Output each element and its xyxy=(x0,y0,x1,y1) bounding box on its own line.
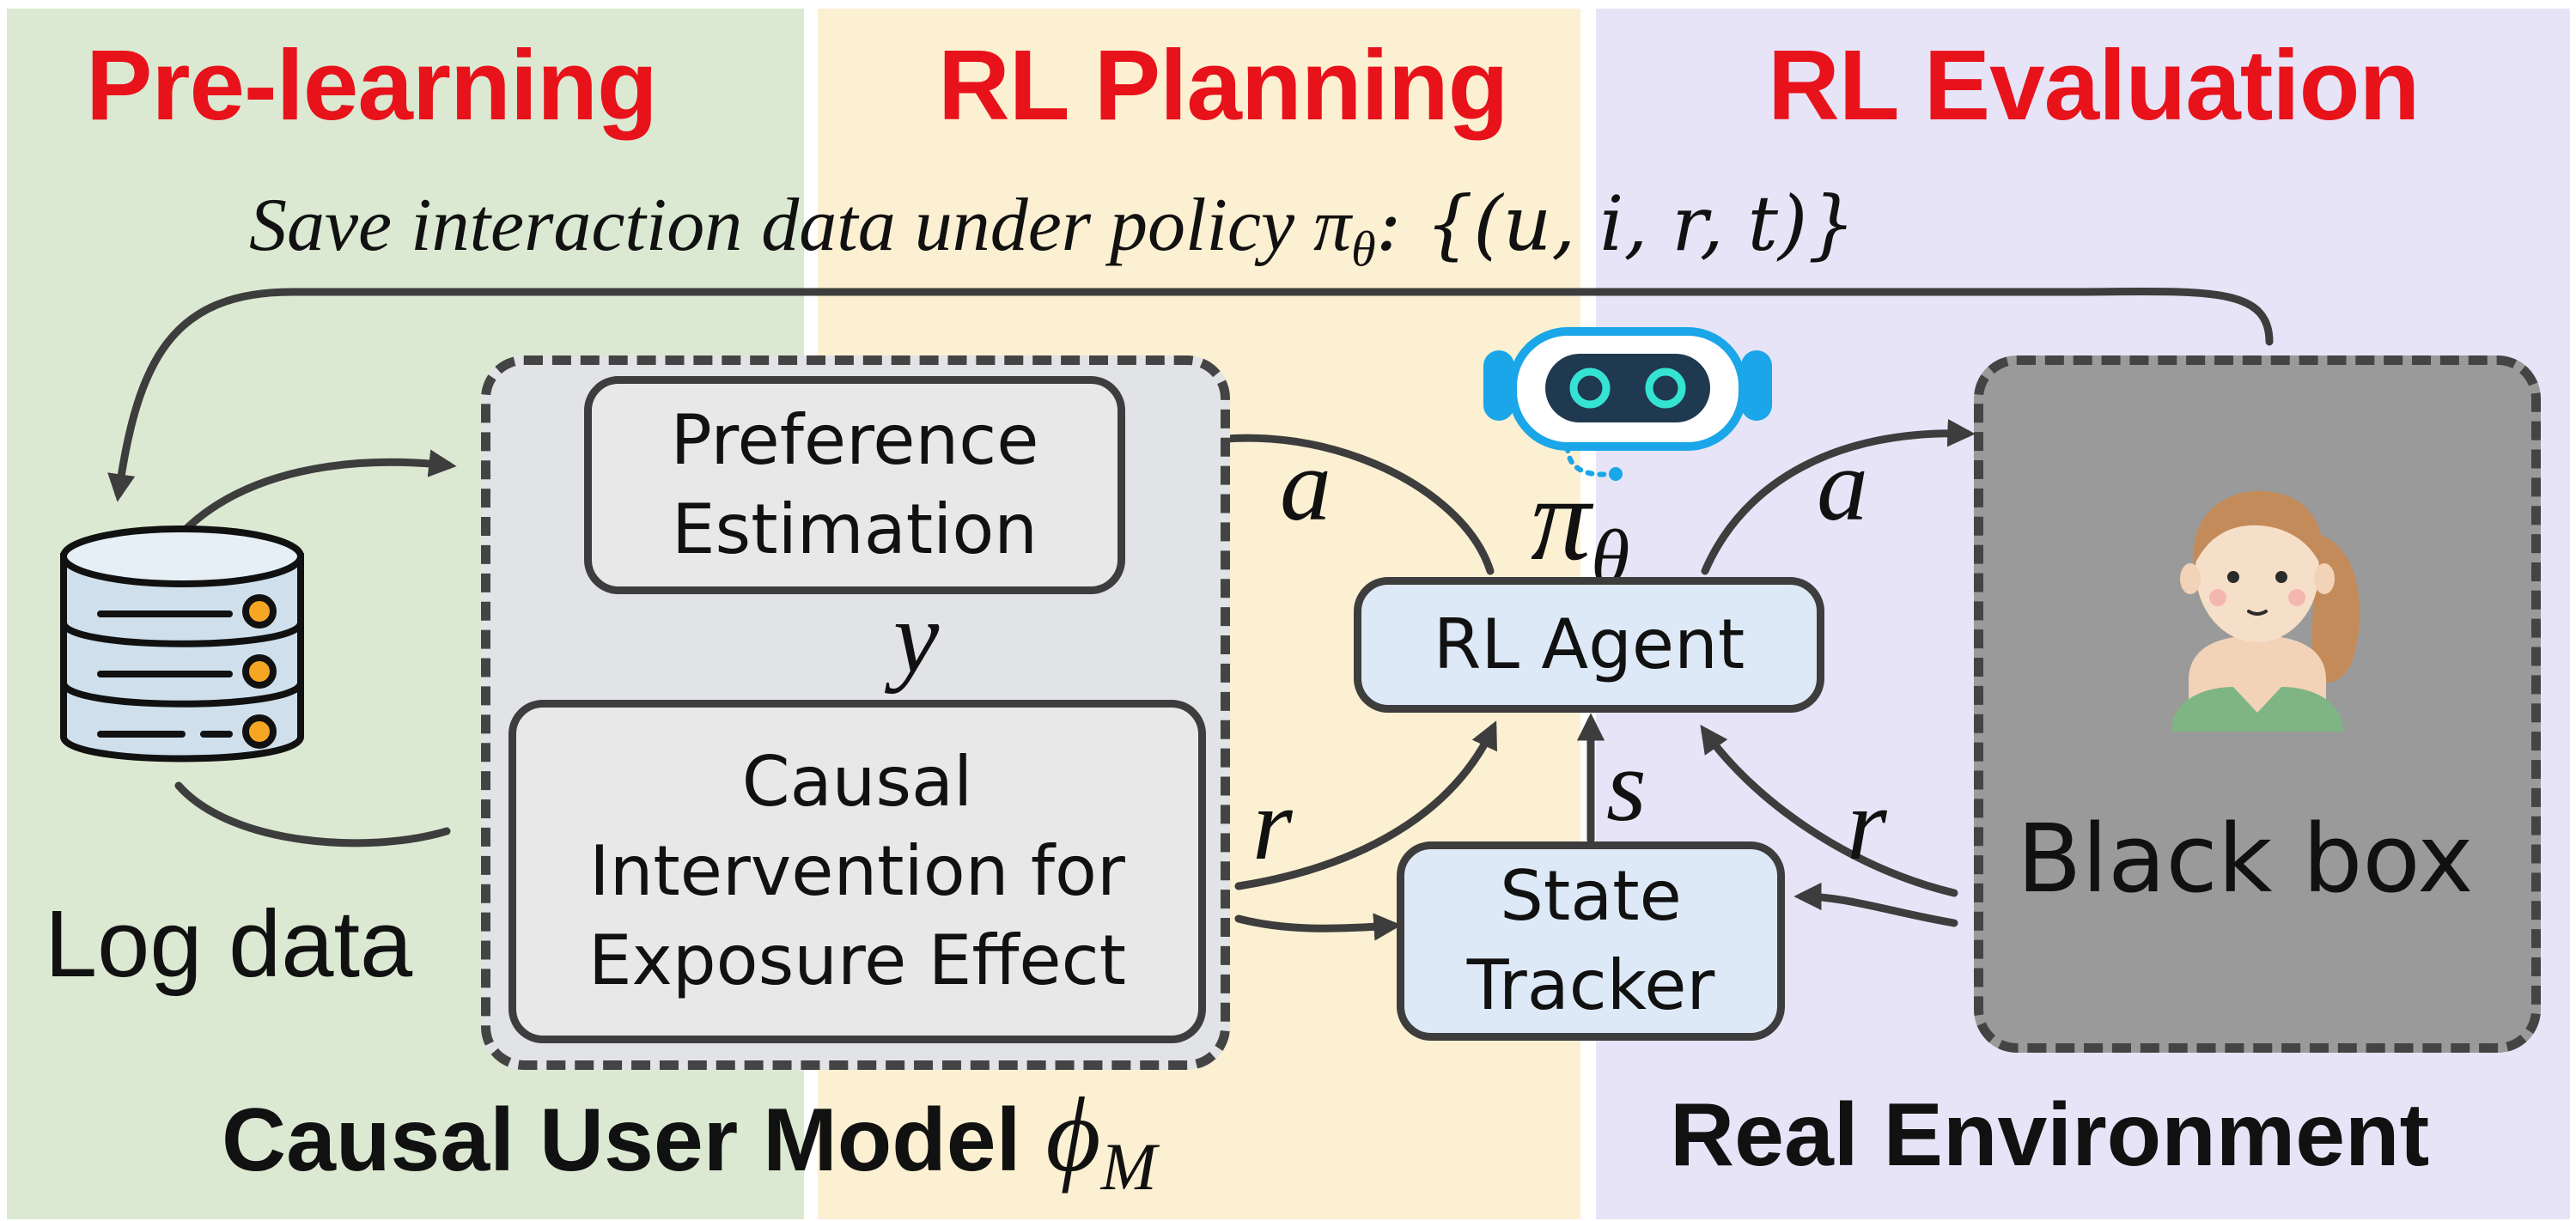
rl-agent-box: RL Agent xyxy=(1354,577,1824,713)
causal-user-model-title: Causal User Model ϕM xyxy=(222,1082,1157,1218)
y-label: y xyxy=(893,580,940,694)
model-to-agent-reward-arrow xyxy=(1234,720,1497,890)
state-label: s xyxy=(1606,728,1647,842)
env-action-label: a xyxy=(1817,428,1868,542)
rl-planning-title: RL Planning xyxy=(938,29,1509,141)
env-to-state-arrow xyxy=(1793,882,1958,927)
preference-estimation-box: Preference Estimation xyxy=(584,376,1125,594)
robot-icon xyxy=(1483,327,1772,481)
agent-policy-pi: π xyxy=(1531,453,1592,586)
phi-subscript: M xyxy=(1100,1128,1157,1204)
causal-user-model-title-text: Causal User Model xyxy=(222,1090,1046,1190)
caption-text: Save interaction data under policy xyxy=(249,184,1314,267)
caption-policy-subscript: θ xyxy=(1351,221,1376,277)
model-to-state-arrow xyxy=(1234,913,1402,941)
pre-learning-title: Pre-learning xyxy=(86,29,658,141)
agent-policy-symbol: πθ xyxy=(1531,455,1629,622)
caption-tuple: : {(u, i, r, t)} xyxy=(1375,179,1856,268)
state-tracker-box: State Tracker xyxy=(1397,841,1785,1041)
caption-policy-symbol: π xyxy=(1313,184,1352,267)
model-reward-label: r xyxy=(1252,767,1293,881)
black-box-label: Black box xyxy=(2017,804,2474,914)
agent-to-env-action-arrow xyxy=(1701,419,1976,575)
database-icon xyxy=(60,525,304,762)
model-action-label: a xyxy=(1280,428,1331,542)
log-to-model-arrow xyxy=(172,449,457,544)
env-to-agent-reward-arrow xyxy=(1700,725,1958,897)
rl-evaluation-title: RL Evaluation xyxy=(1768,29,2420,141)
phi-symbol: ϕ xyxy=(1045,1076,1101,1194)
interaction-data-caption: Save interaction data under policy πθ: {… xyxy=(249,168,2104,297)
env-reward-label: r xyxy=(1847,767,1887,881)
causal-intervention-box: Causal Intervention for Exposure Effect xyxy=(509,700,1206,1043)
model-to-log-arrow xyxy=(174,781,451,847)
log-data-label: Log data xyxy=(45,891,413,997)
user-avatar-icon xyxy=(2171,490,2360,732)
save-data-loop-arrow xyxy=(107,287,2274,502)
real-environment-title: Real Environment xyxy=(1670,1085,2430,1185)
